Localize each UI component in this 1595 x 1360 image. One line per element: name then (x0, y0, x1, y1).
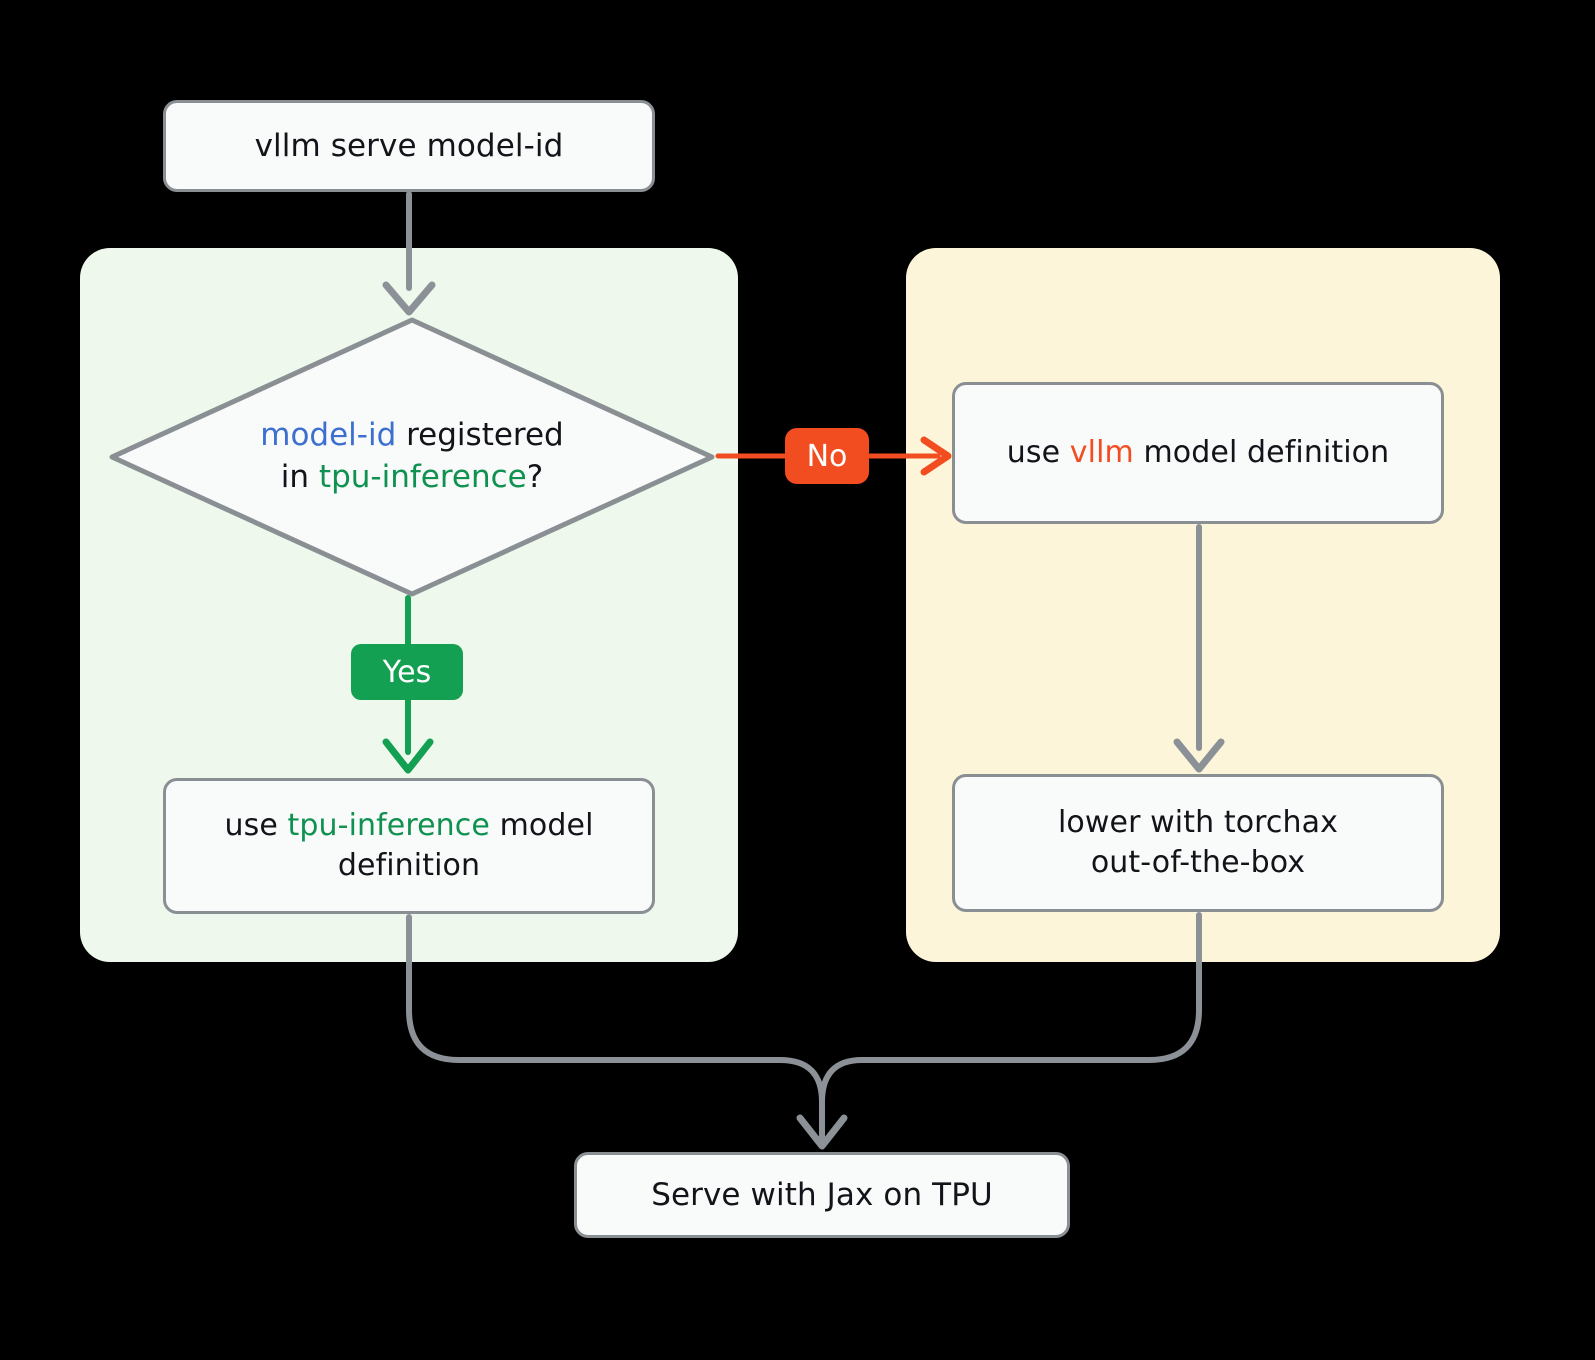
edge-label-no: No (785, 428, 869, 484)
edge-start-to-decision (382, 191, 436, 316)
edge-torchax-to-serve (859, 912, 1202, 1063)
edge-vllm-to-torchax (1173, 524, 1225, 773)
node-start-command[interactable]: vllm serve model-id (163, 100, 655, 192)
edge-merge-to-serve (777, 1057, 865, 1150)
node-use-tpu-inference-model-definition[interactable]: use tpu-inference model definition (163, 778, 655, 914)
use-tpu-token-tpu-inference: tpu-inference (287, 808, 490, 844)
node-start-label: vllm serve model-id (254, 127, 564, 164)
lower-torchax-line1: lower with torchax (1058, 805, 1338, 841)
use-tpu-token-model-definition: model definition (337, 808, 594, 883)
lower-torchax-line2: out-of-the-box (1090, 845, 1306, 880)
node-use-vllm-model-definition[interactable]: use vllm model definition (952, 382, 1444, 524)
edge-label-yes-text: Yes (382, 654, 432, 690)
decision-diamond-shape (109, 317, 715, 597)
node-lower-with-torchax[interactable]: lower with torchax out-of-the-box (952, 774, 1444, 912)
edge-decision-yes (382, 595, 434, 774)
edge-decision-no (715, 436, 952, 476)
node-serve-label: Serve with Jax on TPU (651, 1176, 993, 1213)
use-tpu-token-use: use (224, 808, 288, 844)
edge-tpu-to-serve (406, 914, 783, 1063)
use-vllm-token-use: use (1006, 435, 1070, 471)
use-vllm-token-vllm: vllm (1069, 435, 1134, 471)
use-vllm-token-model-definition: model definition (1133, 435, 1390, 471)
edge-label-no-text: No (806, 438, 848, 474)
node-serve-with-jax-on-tpu[interactable]: Serve with Jax on TPU (574, 1152, 1070, 1238)
edge-label-yes: Yes (351, 644, 463, 700)
